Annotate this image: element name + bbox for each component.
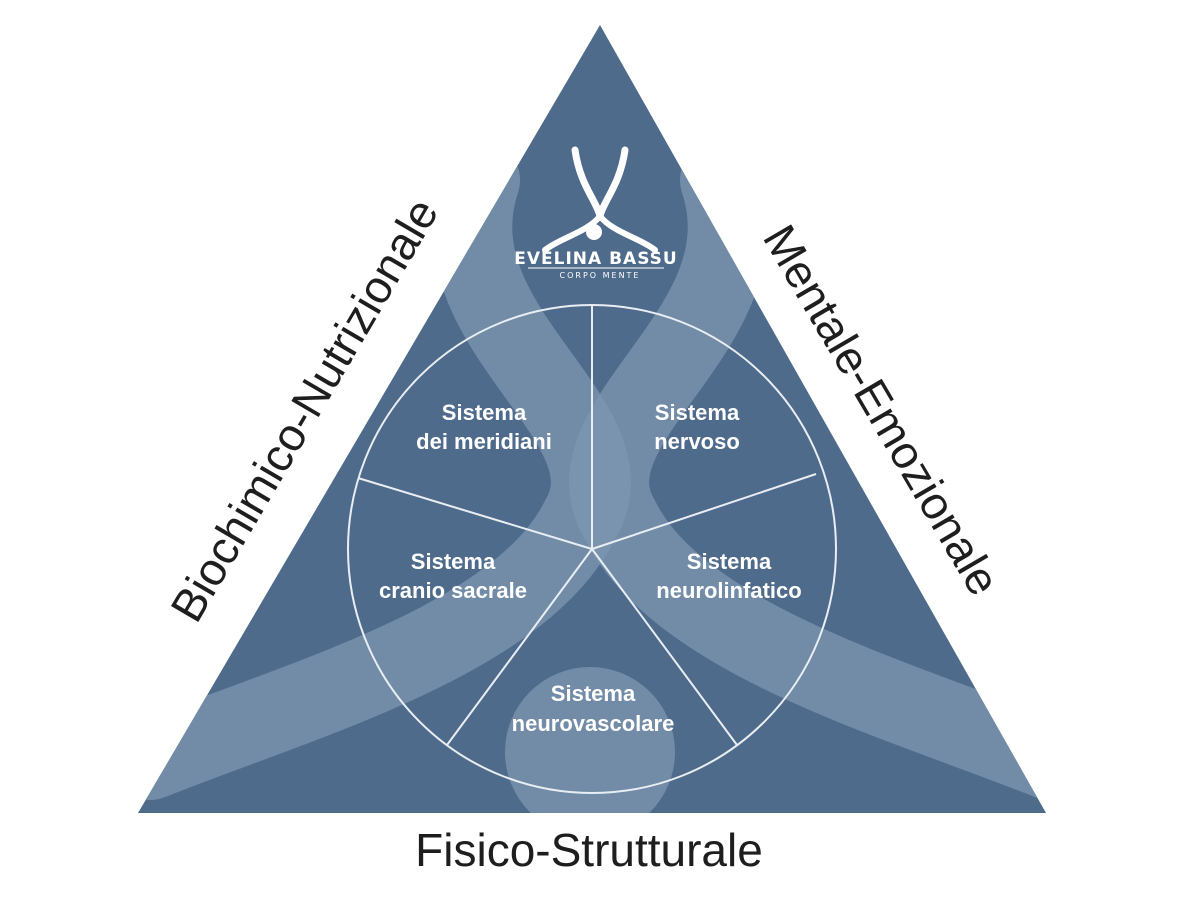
segment-neurovascolare: Sistema neurovascolare xyxy=(512,681,675,736)
segment-title: Sistema xyxy=(442,400,527,425)
logo-tagline: CORPO MENTE xyxy=(560,271,641,280)
logo-name: EVELINA BASSU xyxy=(514,249,678,269)
segment-divider xyxy=(357,477,593,550)
segment-title: Sistema xyxy=(655,400,740,425)
segment-cranio-sacrale: Sistema cranio sacrale xyxy=(379,549,527,603)
segment-subtitle: dei meridiani xyxy=(416,429,552,454)
segment-subtitle: neurovascolare xyxy=(512,711,675,736)
segment-divider xyxy=(591,548,738,746)
segment-title: Sistema xyxy=(411,549,496,574)
segment-divider xyxy=(591,473,817,550)
ribbon-watermark xyxy=(138,140,1046,813)
segment-subtitle: cranio sacrale xyxy=(379,578,527,603)
segment-title: Sistema xyxy=(551,681,636,706)
segment-neurolinfatico: Sistema neurolinfatico xyxy=(656,549,801,603)
segment-divider xyxy=(446,548,593,746)
logo: EVELINA BASSU CORPO MENTE xyxy=(514,146,678,280)
ribbon-figure-icon xyxy=(542,146,658,253)
segment-nervoso: Sistema nervoso xyxy=(654,400,740,454)
side-label-bottom: Fisico-Strutturale xyxy=(415,824,763,876)
segment-subtitle: nervoso xyxy=(654,429,740,454)
segment-meridiani: Sistema dei meridiani xyxy=(416,400,552,454)
segment-subtitle: neurolinfatico xyxy=(656,578,801,603)
segment-title: Sistema xyxy=(687,549,772,574)
